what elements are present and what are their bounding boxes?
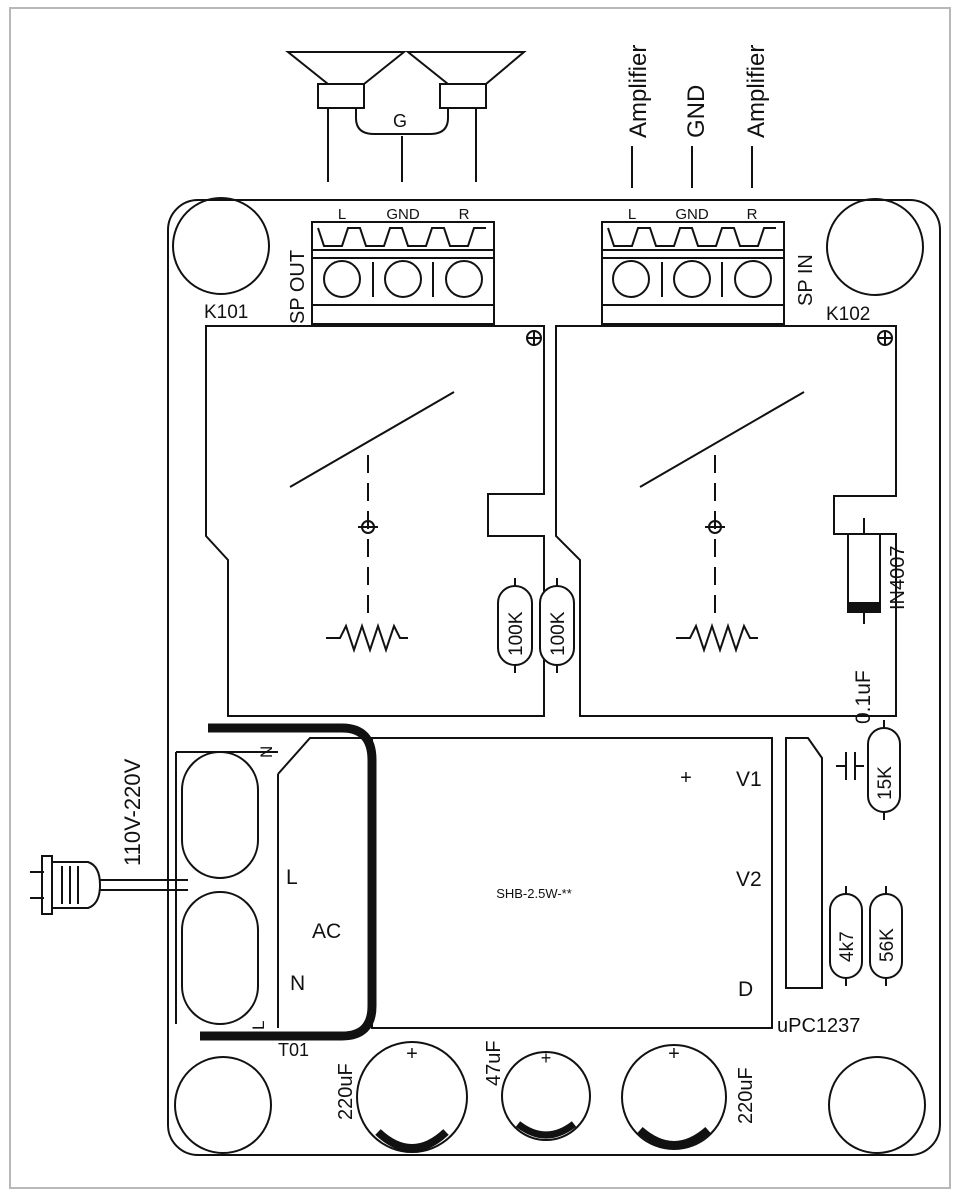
- sp-in-pin-gnd: GND: [675, 206, 709, 223]
- amp-wire-label-gnd: GND: [683, 85, 710, 138]
- resistor-100k-right: [539, 578, 575, 673]
- image-frame: [9, 7, 951, 1189]
- cap-220uf-right: [621, 1044, 727, 1150]
- cap-47uf-polarity: +: [541, 1048, 552, 1068]
- cap-220uf-right-label: 220uF: [735, 1067, 757, 1124]
- transformer-plus-label: +: [680, 767, 692, 789]
- resistor-label-100k-right: 100K: [548, 611, 569, 656]
- ac-plug-icon: [30, 855, 102, 915]
- sp-out-pin-r: R: [459, 206, 470, 223]
- mount-hole-top-right: [826, 198, 924, 296]
- transformer-v1-label: V1: [736, 768, 762, 791]
- board-outline: [167, 199, 941, 1156]
- power-input-label: 110V-220V: [120, 758, 145, 866]
- transformer-d-label: D: [738, 978, 753, 1001]
- power-terminal-bottom-label: L: [249, 1021, 268, 1030]
- sp-out-connector: [311, 221, 495, 325]
- power-cord: [100, 879, 188, 891]
- capacitor-label-0-1uf: 0.1uF: [852, 670, 875, 724]
- resistor-label-56k: 56K: [877, 928, 898, 962]
- capacitor-0-1uf: [836, 752, 864, 780]
- ac-label: AC: [312, 920, 341, 943]
- cap-220uf-left-polarity: +: [406, 1043, 418, 1065]
- power-terminal-top-label: N: [257, 746, 276, 758]
- relay-k101: [205, 325, 545, 717]
- speaker-ground-label: G: [393, 111, 407, 131]
- diode-label: IN4007: [887, 546, 909, 611]
- mount-hole-bottom-right: [828, 1056, 926, 1154]
- cap-220uf-left: [356, 1041, 468, 1153]
- relay-label-k102: K102: [826, 304, 870, 325]
- sp-in-pin-l: L: [628, 206, 636, 223]
- mount-hole-top-left: [172, 197, 270, 295]
- sp-out-label: SP OUT: [287, 250, 309, 324]
- relay-label-k101: K101: [204, 302, 248, 323]
- power-terminal-id: T01: [278, 1040, 309, 1060]
- power-terminal: [175, 751, 278, 1025]
- speaker-wiring: [327, 108, 477, 182]
- sp-out-pin-gnd: GND: [386, 206, 420, 223]
- amp-input-wires: [631, 146, 753, 188]
- cap-220uf-left-label: 220uF: [335, 1063, 357, 1120]
- sp-out-pin-l: L: [338, 206, 346, 223]
- mount-hole-bottom-left: [174, 1056, 272, 1154]
- resistor-100k-left: [497, 578, 533, 673]
- amp-wire-label-right: Amplifier: [743, 45, 770, 138]
- ac-pin-l-label: L: [286, 866, 298, 889]
- sp-in-pin-r: R: [747, 206, 758, 223]
- transformer-v2-label: V2: [736, 868, 762, 891]
- ac-pin-n-label: N: [290, 972, 305, 995]
- ic-upc1237: [785, 737, 823, 989]
- diode: [847, 518, 881, 624]
- sp-in-connector: [601, 221, 785, 325]
- resistor-4k7: [829, 886, 863, 986]
- ic-label: uPC1237: [777, 1015, 860, 1037]
- transformer-module: [371, 737, 773, 1029]
- resistor-15k: [867, 720, 901, 820]
- transformer-model-label: SHB-2.5W-**: [496, 886, 572, 901]
- sp-in-label: SP IN: [795, 254, 817, 306]
- relay-k102: [555, 325, 897, 717]
- amp-wire-label-left: Amplifier: [625, 45, 652, 138]
- ac-terminal-edge: [277, 737, 372, 775]
- cap-220uf-right-polarity: +: [668, 1043, 680, 1065]
- resistor-56k: [869, 886, 903, 986]
- speaker-right-icon: [405, 51, 527, 109]
- speaker-left-icon: [285, 51, 407, 109]
- resistor-label-100k-left: 100K: [506, 611, 527, 656]
- resistor-label-4k7: 4k7: [837, 931, 858, 962]
- cap-47uf: [501, 1051, 591, 1141]
- cap-47uf-label: 47uF: [483, 1040, 505, 1086]
- power-jumper-wire: [200, 723, 377, 1041]
- resistor-label-15k: 15K: [875, 766, 896, 800]
